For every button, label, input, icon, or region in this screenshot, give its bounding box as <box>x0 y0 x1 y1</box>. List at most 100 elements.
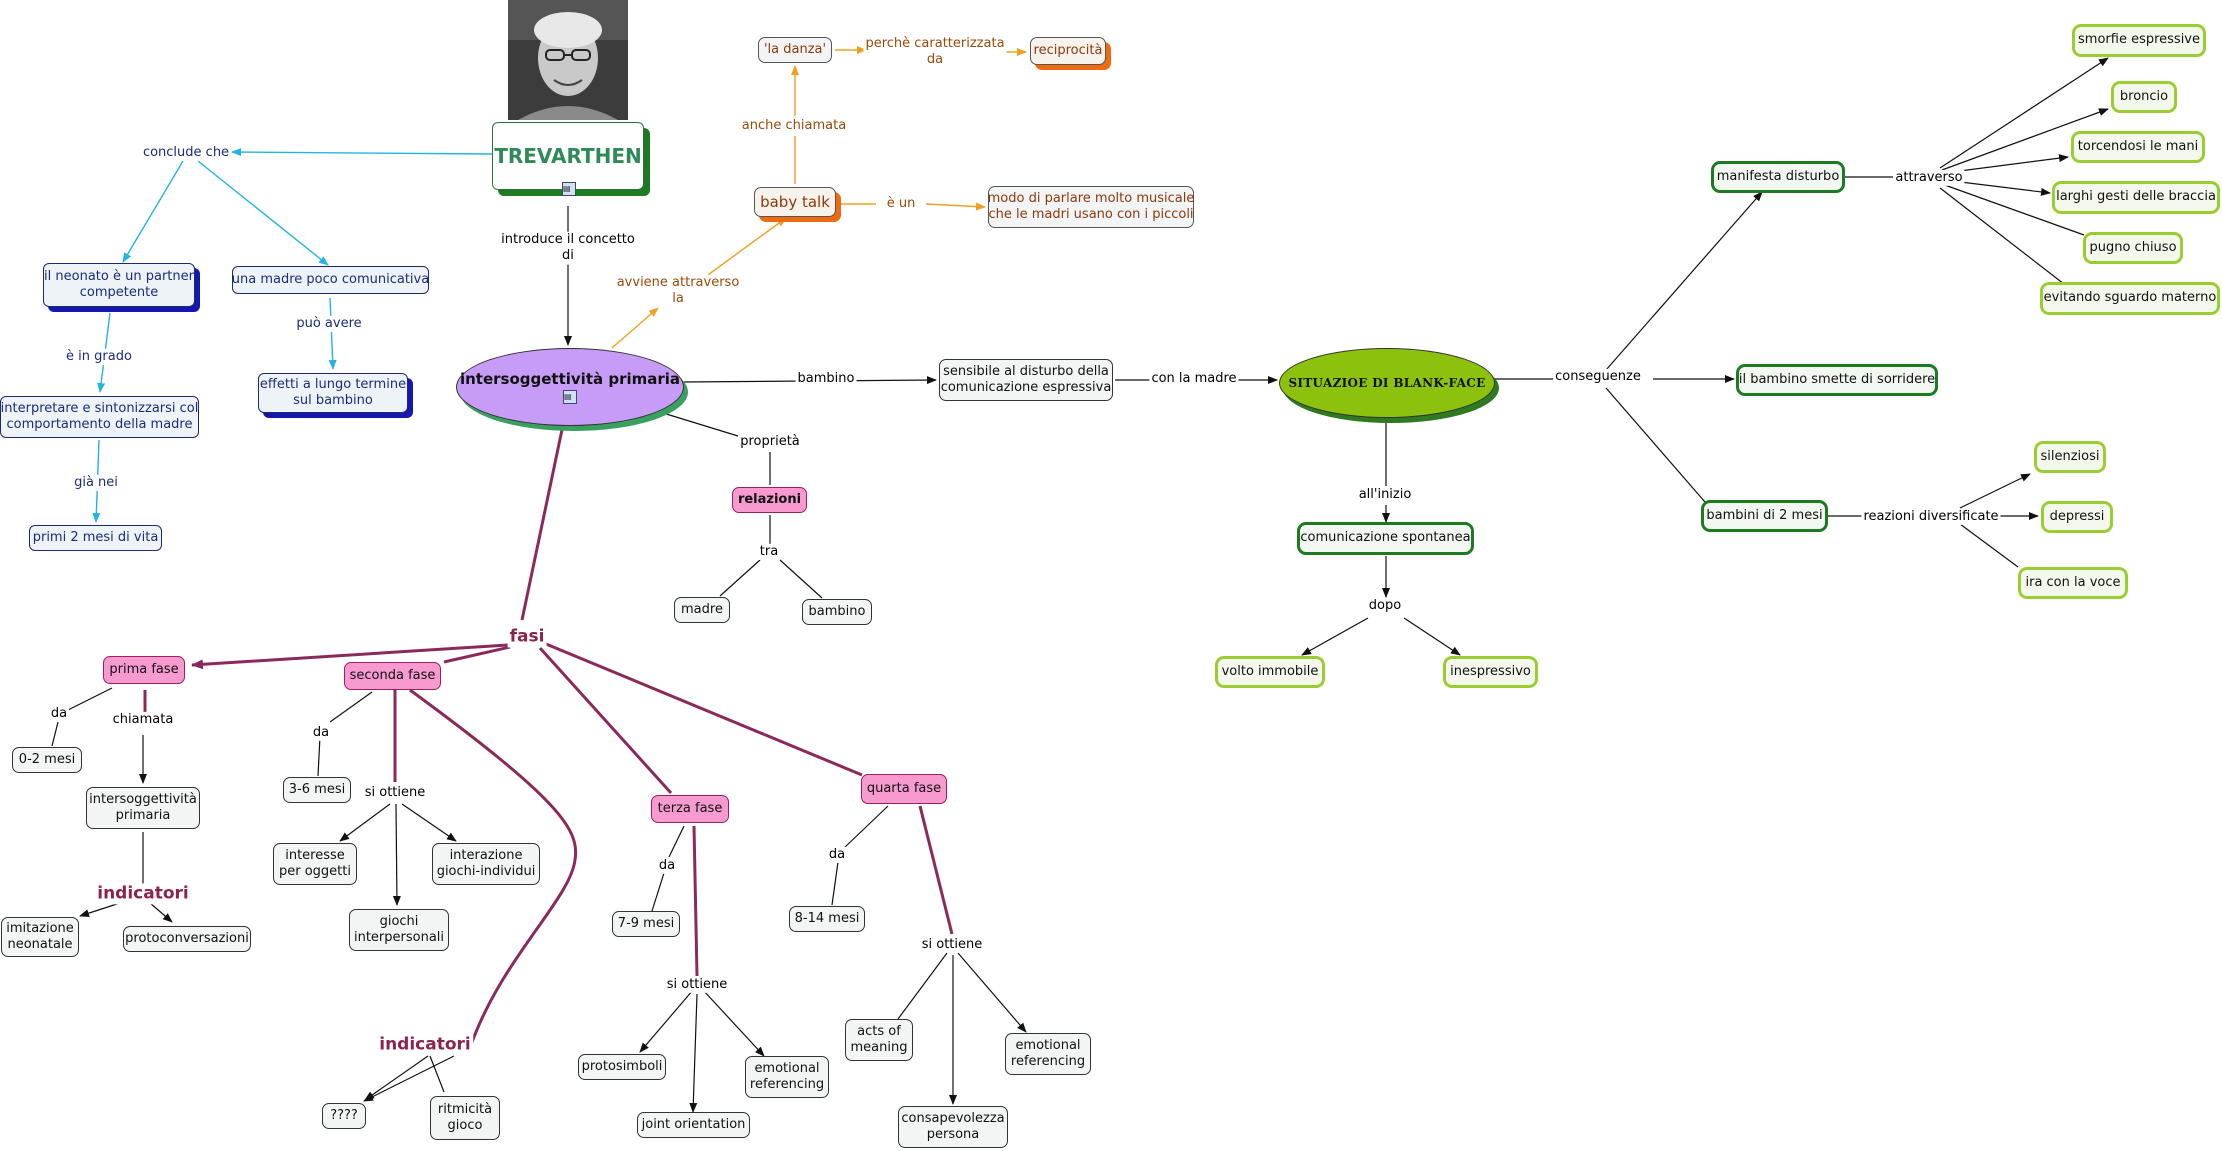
label-dopo: dopo <box>1366 597 1404 615</box>
node-quarta-fase[interactable]: quarta fase <box>861 774 947 804</box>
node-interesse-oggetti[interactable]: interesse per oggetti <box>273 843 357 885</box>
label-avviene: avviene attraverso la <box>614 274 742 308</box>
node-manifesta-disturbo[interactable]: manifesta disturbo <box>1711 161 1845 193</box>
label-da-4: da <box>826 846 848 864</box>
node-torcendosi-text: torcendosi le mani <box>2077 138 2199 154</box>
trevarthen-label: TREVARTHEN <box>494 143 642 168</box>
node-madre-poco[interactable]: una madre poco comunicativa <box>232 266 429 294</box>
node-8-14-mesi-text: 8-14 mesi <box>794 910 860 926</box>
label-anche-chiamata: anche chiamata <box>739 117 849 135</box>
node-evitando-text: evitando sguardo materno <box>2043 290 2217 306</box>
node-emotional-referencing-1[interactable]: emotional referencing <box>745 1056 829 1098</box>
node-8-14-mesi[interactable]: 8-14 mesi <box>789 906 865 932</box>
node-0-2-mesi-text: 0-2 mesi <box>18 751 76 767</box>
node-broncio-text: broncio <box>2119 88 2169 104</box>
node-intersoggettivita-primaria-2[interactable]: intersoggettività primaria <box>86 787 200 829</box>
node-7-9-mesi[interactable]: 7-9 mesi <box>612 911 680 937</box>
label-conseguenze: conseguenze <box>1553 368 1643 386</box>
trevarthen-photo <box>508 0 628 120</box>
node-terza-fase[interactable]: terza fase <box>651 795 729 823</box>
node-larghi-text: larghi gesti delle braccia <box>2056 189 2216 205</box>
node-acts-of-meaning[interactable]: acts of meaning <box>845 1019 913 1061</box>
node-silenziosi[interactable]: silenziosi <box>2034 441 2106 473</box>
node-consapevolezza-persona[interactable]: consapevolezza persona <box>898 1106 1008 1148</box>
trevarthen-node[interactable]: TREVARTHEN <box>492 122 644 190</box>
node-neonato[interactable]: il neonato è un partner competente <box>43 263 195 307</box>
label-si-ottiene-3: si ottiene <box>664 976 730 994</box>
node-question-marks[interactable]: ???? <box>322 1103 366 1129</box>
node-bambini2-text: bambini di 2 mesi <box>1706 507 1823 523</box>
node-3-6-mesi-text: 3-6 mesi <box>288 781 346 797</box>
node-baby-talk[interactable]: baby talk <box>754 187 836 217</box>
node-protosimboli[interactable]: protosimboli <box>578 1054 666 1080</box>
node-intersoggettivita-primaria[interactable]: intersoggettività primaria ▤ <box>456 348 684 426</box>
label-si-ottiene-2: si ottiene <box>362 784 428 802</box>
node-relazioni[interactable]: relazioni <box>732 487 807 513</box>
node-prima-fase[interactable]: prima fase <box>103 656 185 684</box>
node-consapevolezza-text: consapevolezza persona <box>901 1110 1005 1142</box>
node-imitazione-neonatale[interactable]: imitazione neonatale <box>1 917 79 957</box>
node-primi-2-mesi[interactable]: primi 2 mesi di vita <box>29 525 162 551</box>
node-inespressivo[interactable]: inespressivo <box>1443 656 1538 688</box>
label-tra: tra <box>757 543 781 561</box>
node-reciprocita[interactable]: reciprocità <box>1030 37 1106 65</box>
node-protoconversazioni[interactable]: protoconversazioni <box>123 926 251 952</box>
label-con-la-madre: con la madre <box>1149 370 1239 388</box>
node-bambini-2-mesi[interactable]: bambini di 2 mesi <box>1701 500 1828 532</box>
label-conclude-che: conclude che <box>140 144 232 162</box>
node-effetti[interactable]: effetti a lungo termine sul bambino <box>258 373 408 413</box>
node-0-2-mesi[interactable]: 0-2 mesi <box>12 747 82 773</box>
node-blank-face-text: SITUAZIOE DI BLANK-FACE <box>1288 376 1486 390</box>
node-depressi[interactable]: depressi <box>2041 501 2113 533</box>
node-interazione-giochi[interactable]: interazione giochi-individui <box>432 843 540 885</box>
node-giochi-text: giochi interpersonali <box>353 913 445 945</box>
label-si-ottiene-4: si ottiene <box>919 936 985 954</box>
node-joint-orientation[interactable]: joint orientation <box>637 1112 750 1138</box>
node-torcendosi-mani[interactable]: torcendosi le mani <box>2071 131 2205 163</box>
node-smorfie-espressive[interactable]: smorfie espressive <box>2072 24 2206 57</box>
node-seconda-fase[interactable]: seconda fase <box>344 662 441 690</box>
portrait-image <box>508 0 628 120</box>
node-relazioni-text: relazioni <box>737 491 802 507</box>
node-comunicazione-text: comunicazione spontanea <box>1300 530 1471 546</box>
node-sensibile-text: sensibile al disturbo della comunicazion… <box>940 363 1112 395</box>
node-silenziosi-text: silenziosi <box>2040 448 2100 464</box>
node-interpretare-text: interpretare e sintonizzarsi col comport… <box>0 400 199 432</box>
node-sensibile[interactable]: sensibile al disturbo della comunicazion… <box>939 359 1113 401</box>
node-joint-text: joint orientation <box>641 1116 746 1132</box>
node-pugno-text: pugno chiuso <box>2089 239 2177 255</box>
node-smette-sorridere[interactable]: il bambino smette di sorridere <box>1736 364 1938 396</box>
node-ritmicita-gioco[interactable]: ritmicità gioco <box>430 1096 500 1140</box>
trevarthen-attachment-icon[interactable]: ▤ <box>562 182 576 196</box>
node-pugno-chiuso[interactable]: pugno chiuso <box>2083 232 2183 264</box>
node-terza-fase-text: terza fase <box>657 800 723 816</box>
node-comunicazione-spontanea[interactable]: comunicazione spontanea <box>1297 522 1474 555</box>
node-interpretare[interactable]: interpretare e sintonizzarsi col comport… <box>0 396 199 438</box>
node-madre-text: madre <box>681 601 723 617</box>
node-intersoggettivita-text: intersoggettività primaria <box>459 370 681 388</box>
node-modo-text: modo di parlare molto musicale che le ma… <box>987 190 1195 222</box>
node-ira-con-la-voce[interactable]: ira con la voce <box>2018 567 2128 599</box>
label-chiamata: chiamata <box>110 711 176 729</box>
node-madre[interactable]: madre <box>674 597 730 623</box>
node-volto-text: volto immobile <box>1221 663 1319 679</box>
node-emotional-referencing-2[interactable]: emotional referencing <box>1005 1033 1091 1075</box>
node-broncio[interactable]: broncio <box>2111 81 2177 113</box>
node-la-danza[interactable]: 'la danza' <box>758 37 832 63</box>
node-larghi-gesti[interactable]: larghi gesti delle braccia <box>2052 181 2220 214</box>
node-bambino-text: bambino <box>808 603 866 619</box>
node-giochi-interpersonali[interactable]: giochi interpersonali <box>349 909 449 951</box>
label-fasi: fasi <box>507 626 547 648</box>
label-puo-avere: può avere <box>294 315 364 333</box>
node-imitazione-text: imitazione neonatale <box>6 920 74 952</box>
node-blank-face[interactable]: SITUAZIOE DI BLANK-FACE <box>1279 348 1495 418</box>
intersog-attachment-icon[interactable]: ▤ <box>563 390 577 404</box>
node-bambino[interactable]: bambino <box>802 599 872 625</box>
node-modo[interactable]: modo di parlare molto musicale che le ma… <box>988 186 1194 228</box>
node-3-6-mesi[interactable]: 3-6 mesi <box>283 777 351 803</box>
node-prima-fase-text: prima fase <box>109 661 179 677</box>
node-volto-immobile[interactable]: volto immobile <box>1215 656 1325 688</box>
node-seconda-fase-text: seconda fase <box>349 667 436 683</box>
node-evitando-sguardo[interactable]: evitando sguardo materno <box>2040 282 2220 315</box>
node-reciprocita-text: reciprocità <box>1033 42 1103 58</box>
